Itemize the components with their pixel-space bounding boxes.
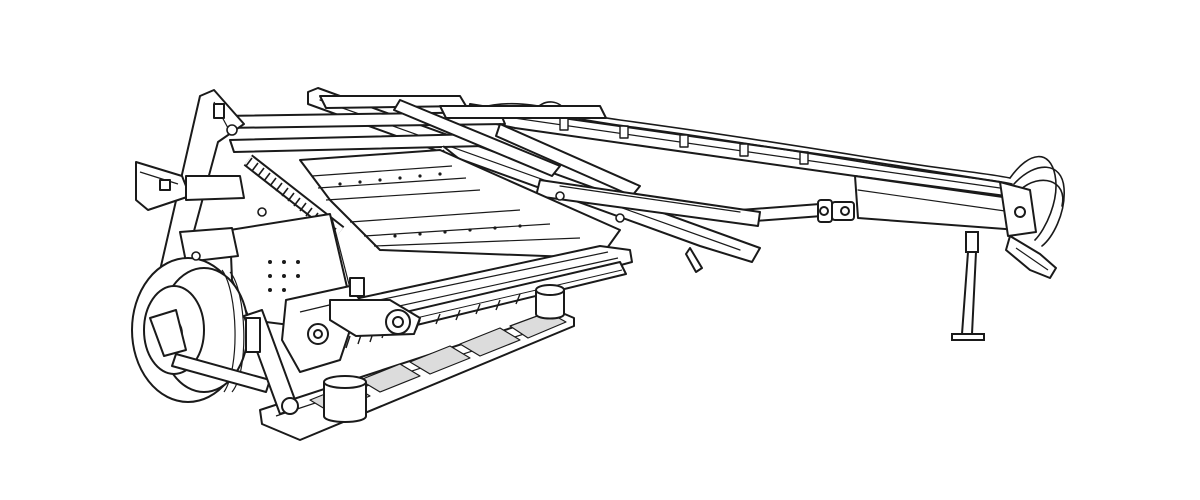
upper-frame bbox=[219, 87, 761, 273]
conditioner-hood bbox=[229, 149, 633, 333]
cutter-drums bbox=[323, 284, 565, 423]
hitch-tongue bbox=[467, 103, 1019, 231]
hood-rivets bbox=[268, 172, 522, 292]
gearbox bbox=[281, 277, 421, 373]
hitch-clevis bbox=[999, 181, 1057, 279]
wheel-arm bbox=[149, 309, 299, 415]
jack-stand bbox=[951, 231, 985, 341]
pivot-bolts bbox=[191, 124, 625, 261]
